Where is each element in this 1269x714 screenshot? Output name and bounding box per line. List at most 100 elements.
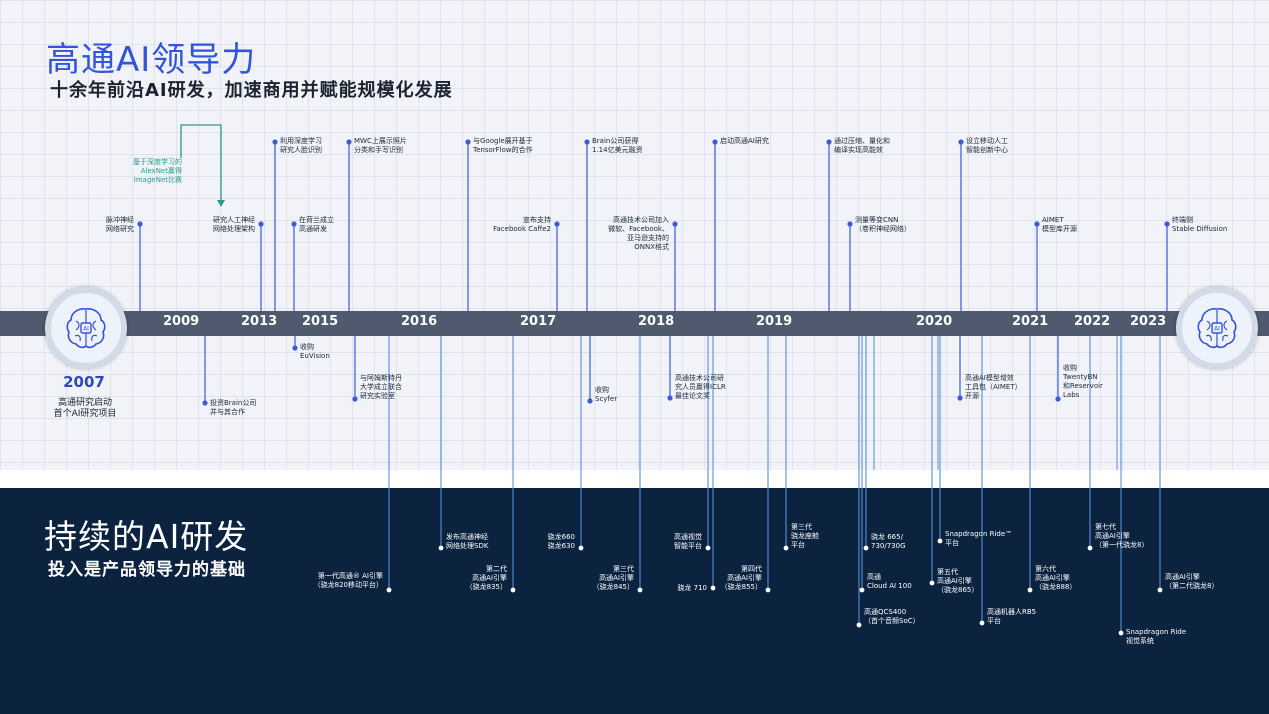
year-label: 2013: [241, 314, 278, 329]
event-label: 与阿姆斯特丹大学成立联合研究实验室: [360, 374, 402, 401]
event-label-line: （骁龙865）: [937, 586, 979, 594]
event-label-line: 智能平台: [674, 542, 702, 550]
event-dot: [765, 587, 771, 593]
event-label-line: 宣布支持: [523, 216, 551, 224]
event-label-line: 投资Brain公司: [210, 399, 257, 407]
top-background: [0, 0, 1269, 482]
year-label: 2021: [1012, 314, 1049, 329]
event-label-line: 收购: [300, 343, 314, 351]
section-divider: [0, 470, 1269, 488]
event-dot: [438, 545, 444, 551]
event-label-line: 第三代: [613, 565, 634, 573]
event-label-line: 第六代: [1035, 565, 1056, 573]
event-label-line: 1.14亿美元融资: [592, 146, 643, 154]
event-label-line: 收购: [595, 386, 609, 394]
event-label-line: 在荷兰成立: [299, 216, 334, 224]
event-label-line: （首个音频SoC）: [864, 617, 920, 625]
event-label-line: 高通AI引擎: [1095, 532, 1130, 540]
event-label: 高通AI引擎（第二代骁龙8）: [1165, 573, 1218, 591]
page-subtitle: 十余年前沿AI研发，加速商用并赋能规模化发展: [50, 80, 453, 101]
event-label-line: 最佳论文奖: [675, 392, 710, 400]
start-label-line: 首个AI研究项目: [53, 409, 117, 419]
event-dot: [352, 396, 358, 402]
event-label: 第二代高通AI引擎（骁龙835）: [466, 565, 507, 592]
event-dot: [863, 545, 869, 551]
year-label: 2022: [1074, 314, 1111, 329]
event-dot: [712, 139, 718, 145]
event-label-line: 开源: [965, 392, 979, 400]
event-label-line: 研究人工神经: [213, 216, 255, 224]
event-label-line: 高通机器人RB5: [987, 608, 1037, 616]
event-label-line: （骁龙888）: [1035, 583, 1077, 591]
event-label-line: 高通AI引擎: [599, 574, 634, 582]
teal-bracket: [180, 124, 222, 200]
event-label-line: 平台: [945, 539, 959, 547]
event-label-line: 骁龙630: [547, 542, 575, 550]
event-dot: [1055, 396, 1061, 402]
event-label-line: 测量等变CNN: [855, 216, 899, 224]
event-dot: [465, 139, 471, 145]
event-dot: [957, 395, 963, 401]
event-dot: [929, 580, 935, 586]
event-label-line: 骁龙 665/: [871, 533, 903, 541]
event-label-line: 与阿姆斯特丹: [360, 374, 402, 382]
event-label-line: 第四代: [741, 565, 762, 573]
event-label-line: EuVision: [300, 352, 330, 360]
event-dot: [291, 221, 297, 227]
event-label: 第五代高通AI引擎（骁龙865）: [937, 568, 978, 595]
event-label: 启动高通AI研究: [720, 137, 769, 146]
event-label: MWC上展示照片分类和手写识别: [354, 137, 407, 155]
event-label: 高通QCS400（首个音频SoC）: [864, 608, 920, 626]
arrow-head: [217, 200, 225, 207]
event-label-line: 骁龙 710: [677, 584, 707, 592]
event-label-line: 研究人脸识别: [280, 146, 322, 154]
section-subtitle: 投入是产品领导力的基础: [48, 560, 246, 580]
event-label: 骁龙 665/730/730G: [871, 533, 906, 551]
year-label: 2023: [1130, 314, 1167, 329]
event-dot: [554, 221, 560, 227]
event-dot: [672, 221, 678, 227]
event-label-line: Cloud AI 100: [867, 582, 912, 590]
event-dot: [587, 398, 593, 404]
event-label-line: （第一代骁龙8）: [1095, 541, 1149, 549]
event-label-line: （骁龙835）: [465, 583, 507, 591]
event-dot: [826, 139, 832, 145]
event-label: 测量等变CNN（卷积神经网络）: [855, 216, 911, 234]
event-label-line: 高通技术公司研: [675, 374, 724, 382]
event-label-line: 第七代: [1095, 523, 1116, 531]
event-label-line: 第一代高通® AI引擎: [317, 572, 383, 580]
event-label-line: 分类和手写识别: [354, 146, 403, 154]
event-label: 第四代高通AI引擎（骁龙855）: [721, 565, 762, 592]
event-dot: [958, 139, 964, 145]
event-dot: [783, 545, 789, 551]
event-label: 脉冲神经网络研究: [106, 216, 134, 234]
event-label-line: （骁龙820移动平台）: [313, 581, 383, 589]
event-label-line: 与Google展开基于: [473, 137, 533, 145]
start-label-line: 高通研究启动: [57, 398, 112, 408]
event-label-line: 亚马逊支持的: [627, 234, 669, 242]
year-label: 2020: [916, 314, 953, 329]
event-label-line: 并与其合作: [210, 408, 245, 416]
event-dot: [1164, 221, 1170, 227]
event-label: 通过压缩、量化和编译实现高能效: [834, 137, 890, 155]
event-label-line: 收购: [1063, 364, 1077, 372]
event-label-line: 微软、Facebook、: [608, 225, 669, 233]
event-label-line: 高通AI引擎: [937, 577, 972, 585]
event-label-line: TwentyBN: [1063, 373, 1098, 381]
event-label-line: Labs: [1063, 391, 1080, 399]
event-dot: [1118, 630, 1124, 636]
event-dot: [386, 587, 392, 593]
event-dot: [258, 221, 264, 227]
event-label: 投资Brain公司并与其合作: [210, 399, 256, 417]
event-label-line: 高通AI引擎: [1165, 573, 1200, 581]
event-label-line: 大学成立联合: [360, 383, 402, 391]
